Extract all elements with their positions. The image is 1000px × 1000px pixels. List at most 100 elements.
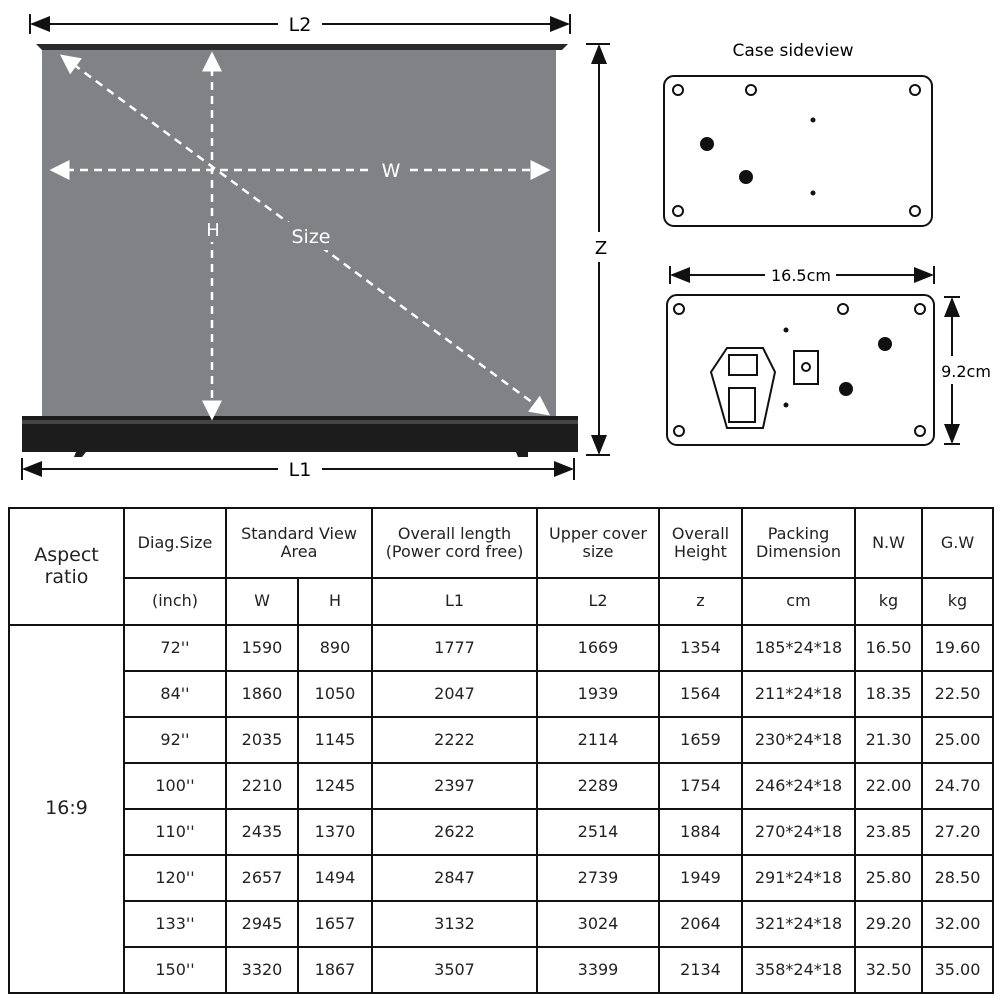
l1-label: L1 (289, 459, 312, 481)
cell-gw: 35.00 (921, 946, 994, 994)
cell-h: 890 (297, 624, 373, 672)
header-nw: N.W (854, 507, 923, 579)
unit-packing: cm (741, 577, 856, 626)
cell-nw: 23.85 (854, 808, 923, 856)
cell-z: 1659 (658, 716, 743, 764)
cell-gw: 19.60 (921, 624, 994, 672)
z-dimension: Z (586, 43, 610, 456)
cell-packing: 270*24*18 (741, 808, 856, 856)
cell-l2: 3399 (536, 946, 660, 994)
projector-screen (22, 44, 578, 457)
cell-h: 1657 (297, 900, 373, 948)
cell-h: 1494 (297, 854, 373, 902)
cell-packing: 321*24*18 (741, 900, 856, 948)
l1-dimension: L1 (21, 458, 575, 481)
cell-l1: 3132 (371, 900, 538, 948)
cell-nw: 29.20 (854, 900, 923, 948)
header-diag-size: Diag.Size (123, 507, 227, 579)
header-view-area: Standard View Area (225, 507, 373, 579)
cell-z: 1884 (658, 808, 743, 856)
h-label: H (206, 220, 220, 241)
cell-packing: 185*24*18 (741, 624, 856, 672)
cell-packing: 211*24*18 (741, 670, 856, 718)
cell-z: 1949 (658, 854, 743, 902)
cell-nw: 25.80 (854, 854, 923, 902)
cell-l1: 3507 (371, 946, 538, 994)
spec-table: Aspect ratio Diag.Size Standard View Are… (8, 507, 994, 994)
cell-gw: 25.00 (921, 716, 994, 764)
cell-w: 2945 (225, 900, 299, 948)
cell-nw: 16.50 (854, 624, 923, 672)
unit-nw: kg (854, 577, 923, 626)
aspect-ratio-value: 16:9 (8, 624, 125, 994)
cell-nw: 32.50 (854, 946, 923, 994)
power-switch-icon (793, 350, 819, 385)
unit-z: z (658, 577, 743, 626)
cell-h: 1245 (297, 762, 373, 810)
case-sideview-top (663, 75, 933, 227)
cell-nw: 18.35 (854, 670, 923, 718)
cell-l2: 2114 (536, 716, 660, 764)
size-label: Size (291, 226, 330, 248)
cell-gw: 22.50 (921, 670, 994, 718)
cell-packing: 246*24*18 (741, 762, 856, 810)
cell-diag-size: 133'' (123, 900, 227, 948)
header-upper-cover: Upper cover size (536, 507, 660, 579)
cell-diag-size: 110'' (123, 808, 227, 856)
cell-nw: 22.00 (854, 762, 923, 810)
cell-gw: 24.70 (921, 762, 994, 810)
cell-l2: 1939 (536, 670, 660, 718)
cell-w: 1590 (225, 624, 299, 672)
header-gw: G.W (921, 507, 994, 579)
unit-l1: L1 (371, 577, 538, 626)
cell-w: 1860 (225, 670, 299, 718)
unit-diag-size: (inch) (123, 577, 227, 626)
cell-diag-size: 120'' (123, 854, 227, 902)
case-width-label: 16.5cm (771, 266, 831, 285)
cell-z: 2064 (658, 900, 743, 948)
case-width-dimension: 16.5cm (669, 266, 935, 285)
cell-l2: 2739 (536, 854, 660, 902)
cell-h: 1370 (297, 808, 373, 856)
header-overall-length: Overall length (Power cord free) (371, 507, 538, 579)
cell-z: 1354 (658, 624, 743, 672)
header-overall-height: Overall Height (658, 507, 743, 579)
cell-l1: 2397 (371, 762, 538, 810)
cell-packing: 230*24*18 (741, 716, 856, 764)
cell-w: 2210 (225, 762, 299, 810)
unit-l2: L2 (536, 577, 660, 626)
header-aspect-ratio: Aspect ratio (8, 507, 125, 626)
l2-dimension: L2 (29, 14, 571, 36)
cell-l2: 1669 (536, 624, 660, 672)
cell-z: 1754 (658, 762, 743, 810)
cell-l1: 2847 (371, 854, 538, 902)
cell-nw: 21.30 (854, 716, 923, 764)
case-height-dimension: 9.2cm (941, 296, 991, 445)
unit-gw: kg (921, 577, 994, 626)
header-packing: Packing Dimension (741, 507, 856, 579)
cell-l1: 1777 (371, 624, 538, 672)
cell-diag-size: 92'' (123, 716, 227, 764)
cell-h: 1867 (297, 946, 373, 994)
cell-l1: 2622 (371, 808, 538, 856)
cell-packing: 291*24*18 (741, 854, 856, 902)
unit-h: H (297, 577, 373, 626)
case-height-label: 9.2cm (941, 362, 991, 381)
cell-l1: 2047 (371, 670, 538, 718)
w-label: W (382, 160, 401, 182)
z-label: Z (595, 238, 607, 259)
cell-gw: 32.00 (921, 900, 994, 948)
dimension-diagram: L2 W H Size Z L1 Case sideview (21, 14, 991, 481)
cell-diag-size: 100'' (123, 762, 227, 810)
unit-w: W (225, 577, 299, 626)
cell-z: 2134 (658, 946, 743, 994)
cell-gw: 28.50 (921, 854, 994, 902)
